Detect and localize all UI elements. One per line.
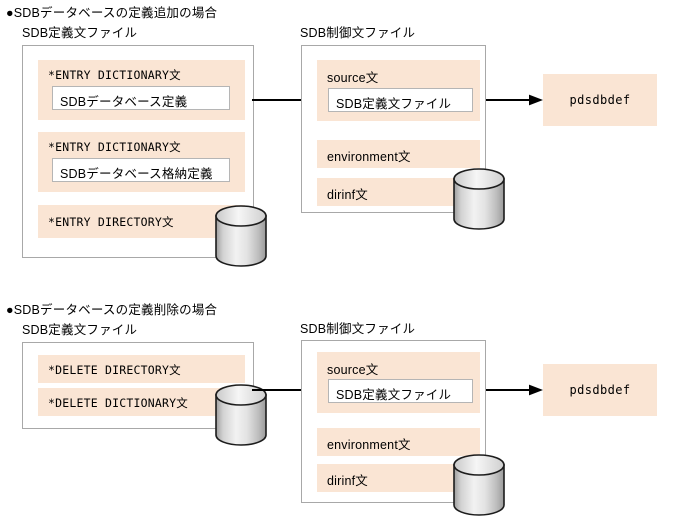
label-sdb-control-file-delete: SDB制御文ファイル xyxy=(300,322,416,336)
statement-label: environment文 xyxy=(327,150,411,164)
statement-environment-delete: environment文 xyxy=(317,428,480,456)
command-label: pdsdbdef xyxy=(569,383,631,397)
inner-box-label: SDBデータベース格納定義 xyxy=(60,167,213,181)
label-sdb-definition-file-delete: SDB定義文ファイル xyxy=(22,323,138,337)
statement-label: source文 xyxy=(327,71,379,85)
statement-delete-directory: *DELETE DIRECTORY文 xyxy=(38,355,245,383)
inner-box-sdb-database-storage-definition: SDBデータベース格納定義 xyxy=(52,158,230,182)
statement-label: *ENTRY DICTIONARY文 xyxy=(48,68,181,82)
inner-box-label: SDBデータベース定義 xyxy=(60,95,188,109)
section-heading-delete: ●SDBデータベースの定義削除の場合 xyxy=(6,303,218,317)
statement-label: environment文 xyxy=(327,438,411,452)
label-sdb-control-file-add: SDB制御文ファイル xyxy=(300,26,416,40)
statement-delete-dictionary: *DELETE DICTIONARY文 xyxy=(38,388,245,416)
command-label: pdsdbdef xyxy=(569,93,631,107)
statement-label: *ENTRY DICTIONARY文 xyxy=(48,140,181,154)
command-box-pdsdbdef-delete: pdsdbdef xyxy=(543,364,657,416)
arrow-controlfile-to-command-delete xyxy=(486,384,543,396)
command-box-pdsdbdef-add: pdsdbdef xyxy=(543,74,657,126)
section-heading-add: ●SDBデータベースの定義追加の場合 xyxy=(6,6,218,20)
inner-box-sdb-definition-file-ref-add: SDB定義文ファイル xyxy=(328,88,473,112)
statement-entry-directory: *ENTRY DIRECTORY文 xyxy=(38,205,245,238)
inner-box-sdb-database-definition: SDBデータベース定義 xyxy=(52,86,230,110)
inner-box-label: SDB定義文ファイル xyxy=(336,97,452,111)
database-cylinder-icon-control-file-add xyxy=(452,168,506,230)
statement-label: *ENTRY DIRECTORY文 xyxy=(48,215,174,229)
statement-label: dirinf文 xyxy=(327,474,368,488)
database-cylinder-icon-definition-file-add xyxy=(214,205,268,267)
inner-box-label: SDB定義文ファイル xyxy=(336,388,452,402)
statement-label: *DELETE DIRECTORY文 xyxy=(48,363,181,377)
arrow-controlfile-to-command-add xyxy=(486,94,543,106)
statement-dirinf: dirinf文 xyxy=(317,178,480,206)
statement-label: dirinf文 xyxy=(327,188,368,202)
statement-environment: environment文 xyxy=(317,140,480,168)
statement-dirinf-delete: dirinf文 xyxy=(317,464,480,492)
label-sdb-definition-file-add: SDB定義文ファイル xyxy=(22,26,138,40)
inner-box-sdb-definition-file-ref-delete: SDB定義文ファイル xyxy=(328,379,473,403)
statement-label: source文 xyxy=(327,363,379,377)
database-cylinder-icon-control-file-delete xyxy=(452,454,506,516)
statement-label: *DELETE DICTIONARY文 xyxy=(48,396,188,410)
